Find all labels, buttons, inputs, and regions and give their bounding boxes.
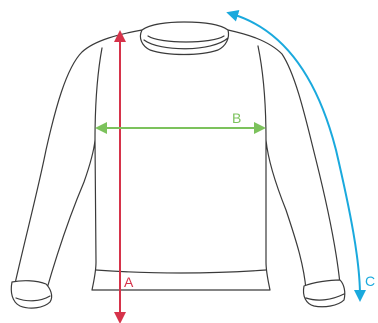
left-cuff: [10, 280, 53, 309]
left-cuff-rib: [15, 295, 51, 302]
measurement-c-label: C: [365, 273, 375, 289]
measurement-a-label: A: [124, 274, 134, 290]
sweatshirt-icon: [10, 21, 346, 309]
measurement-a: A: [114, 30, 134, 323]
collar-inner: [147, 35, 225, 43]
measurement-c: C: [226, 9, 375, 302]
right-cuff: [302, 279, 346, 308]
measurement-b-label: B: [232, 110, 241, 126]
sweatshirt-body: [13, 29, 341, 293]
collar-rib: [143, 37, 229, 50]
measurement-c-arc: [226, 9, 366, 302]
